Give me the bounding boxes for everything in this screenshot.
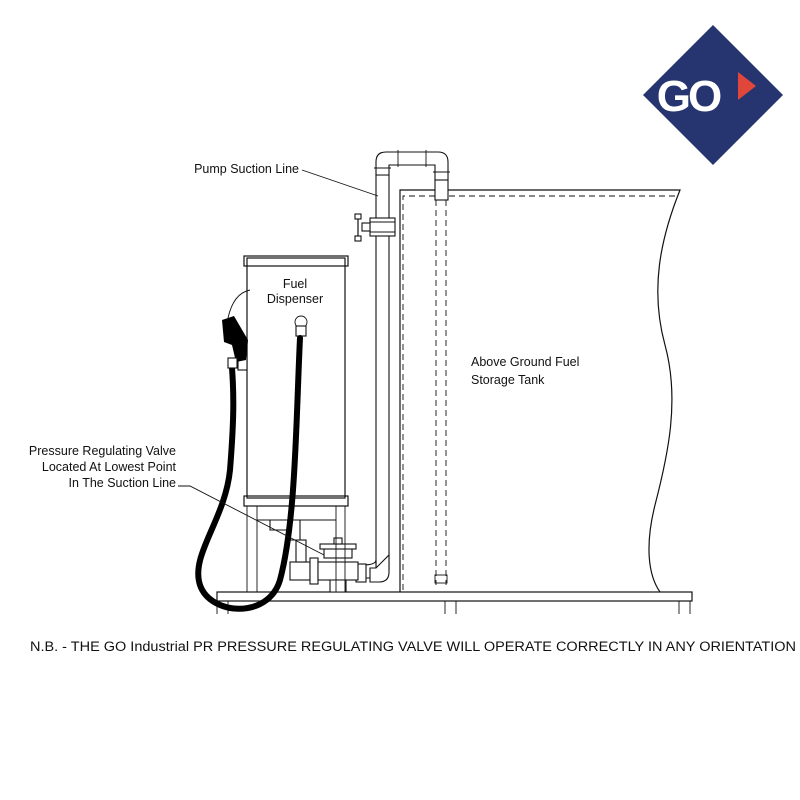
logo-play-icon bbox=[738, 72, 756, 100]
nozzle-spout bbox=[227, 289, 251, 319]
logo-go-mark: GO bbox=[657, 72, 721, 121]
valve-leader bbox=[178, 485, 325, 556]
fuel-dispenser-label-line1: Fuel bbox=[283, 277, 307, 291]
orientation-note: N.B. - THE GO Industrial PR PRESSURE REG… bbox=[30, 639, 796, 654]
valve-label-line1: Pressure Regulating Valve bbox=[29, 444, 176, 458]
tank-label-line1: Above Ground Fuel bbox=[471, 355, 579, 369]
logo-diamond bbox=[643, 25, 783, 165]
pump-suction-line-label: Pump Suction Line bbox=[194, 162, 299, 176]
storage-tank bbox=[399, 189, 681, 593]
valve-label-line2: Located At Lowest Point bbox=[42, 460, 177, 474]
nozzle bbox=[222, 316, 248, 362]
tank-label-line2: Storage Tank bbox=[471, 373, 545, 387]
base-skid bbox=[216, 591, 693, 614]
gate-valve bbox=[354, 213, 396, 242]
hose-and-nozzle bbox=[195, 289, 303, 612]
fuel-dispenser-label-line2: Dispenser bbox=[267, 292, 323, 306]
suction-line-leader bbox=[301, 169, 379, 197]
fuel-dispenser bbox=[237, 255, 349, 592]
valve-label-line3: In The Suction Line bbox=[69, 476, 177, 490]
go-logo: GO goind.com.au bbox=[643, 25, 783, 165]
fuel-hose bbox=[195, 335, 303, 612]
pump-suction-line bbox=[339, 150, 450, 583]
